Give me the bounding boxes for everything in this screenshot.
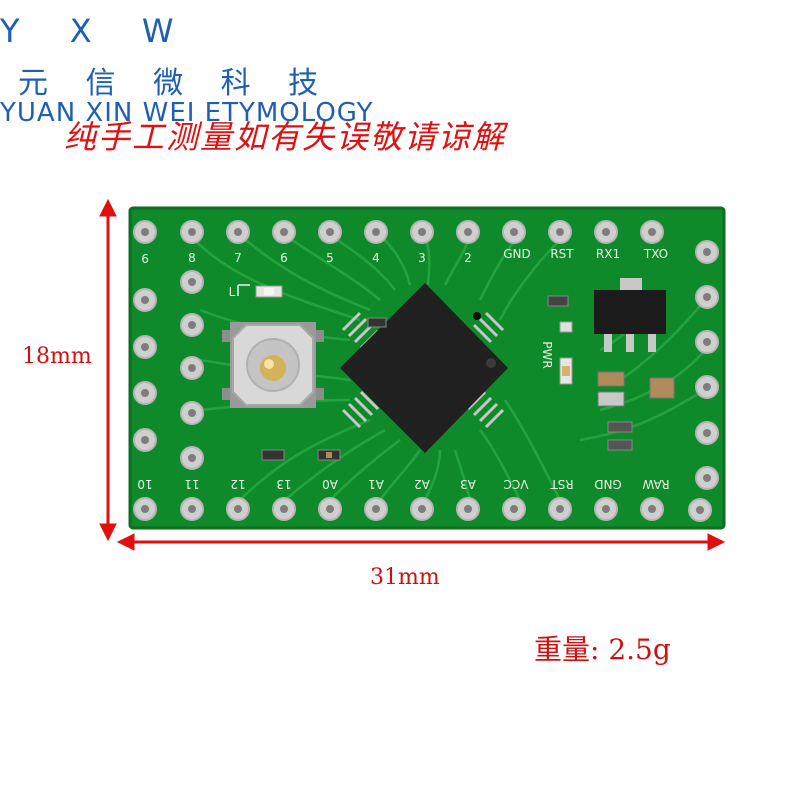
width-dimension-arrow xyxy=(116,533,726,551)
pwr-led: PWR xyxy=(540,321,573,385)
pin-label: RST xyxy=(550,247,574,261)
pwr-label: PWR xyxy=(540,341,554,368)
pin-label: A0 xyxy=(322,477,338,491)
pin-label: A3 xyxy=(460,477,476,491)
pin-label: RST xyxy=(550,477,574,491)
pin-label: 13 xyxy=(276,477,291,491)
voltage-regulator xyxy=(594,278,666,352)
passive-components xyxy=(261,295,675,461)
pin-label: 9 xyxy=(141,251,149,265)
l-led: L xyxy=(229,284,283,299)
bottom-header-pads xyxy=(133,497,664,521)
pin-label: 6 xyxy=(280,251,288,265)
pin-label: 3 xyxy=(418,251,426,265)
width-dimension-label: 31mm xyxy=(370,565,440,590)
brand-name-english: YUAN XIN WEI ETYMOLOGY xyxy=(0,98,374,128)
weight-label: 重量: 2.5g xyxy=(534,633,671,666)
pin-label: 12 xyxy=(230,477,245,491)
pin-label: A1 xyxy=(368,477,384,491)
microcontroller-chip xyxy=(340,283,508,453)
right-side-pads xyxy=(688,240,719,522)
top-pin-labels: 9 8 7 6 5 4 3 2 GND RST RX1 TXO xyxy=(141,247,668,265)
pin-label: 10 xyxy=(137,477,152,491)
pin-label: 4 xyxy=(372,251,380,265)
pin-label: RAW xyxy=(642,477,669,491)
reset-button-component xyxy=(222,322,324,408)
pin-label: A2 xyxy=(414,477,430,491)
pin-label: 2 xyxy=(464,251,472,265)
top-header-pads xyxy=(133,220,664,244)
pin-label: RX1 xyxy=(596,247,620,261)
pin-label: TXO xyxy=(643,247,668,261)
pin-label: GND xyxy=(594,477,622,491)
left-side-pads xyxy=(133,270,204,470)
measurement-disclaimer: 纯手工测量如有失误敬请谅解 xyxy=(64,118,507,156)
brand-abbreviation: Y X W xyxy=(0,12,194,50)
pin-label: 5 xyxy=(326,251,334,265)
brand-name-chinese: 元 信 微 科 技 xyxy=(18,66,333,101)
pin-label: 11 xyxy=(184,477,199,491)
pin-label: VCC xyxy=(504,477,529,491)
pin-label: 8 xyxy=(188,251,196,265)
led-l-label: L xyxy=(229,285,236,299)
height-dimension-label: 18mm xyxy=(22,344,92,369)
bottom-pin-labels: 10 11 12 13 A0 A1 A2 A3 VCC RST GND RAW xyxy=(137,477,669,491)
pin-label: 7 xyxy=(234,251,242,265)
height-dimension-arrow xyxy=(99,198,117,542)
pin-label: GND xyxy=(503,247,531,261)
